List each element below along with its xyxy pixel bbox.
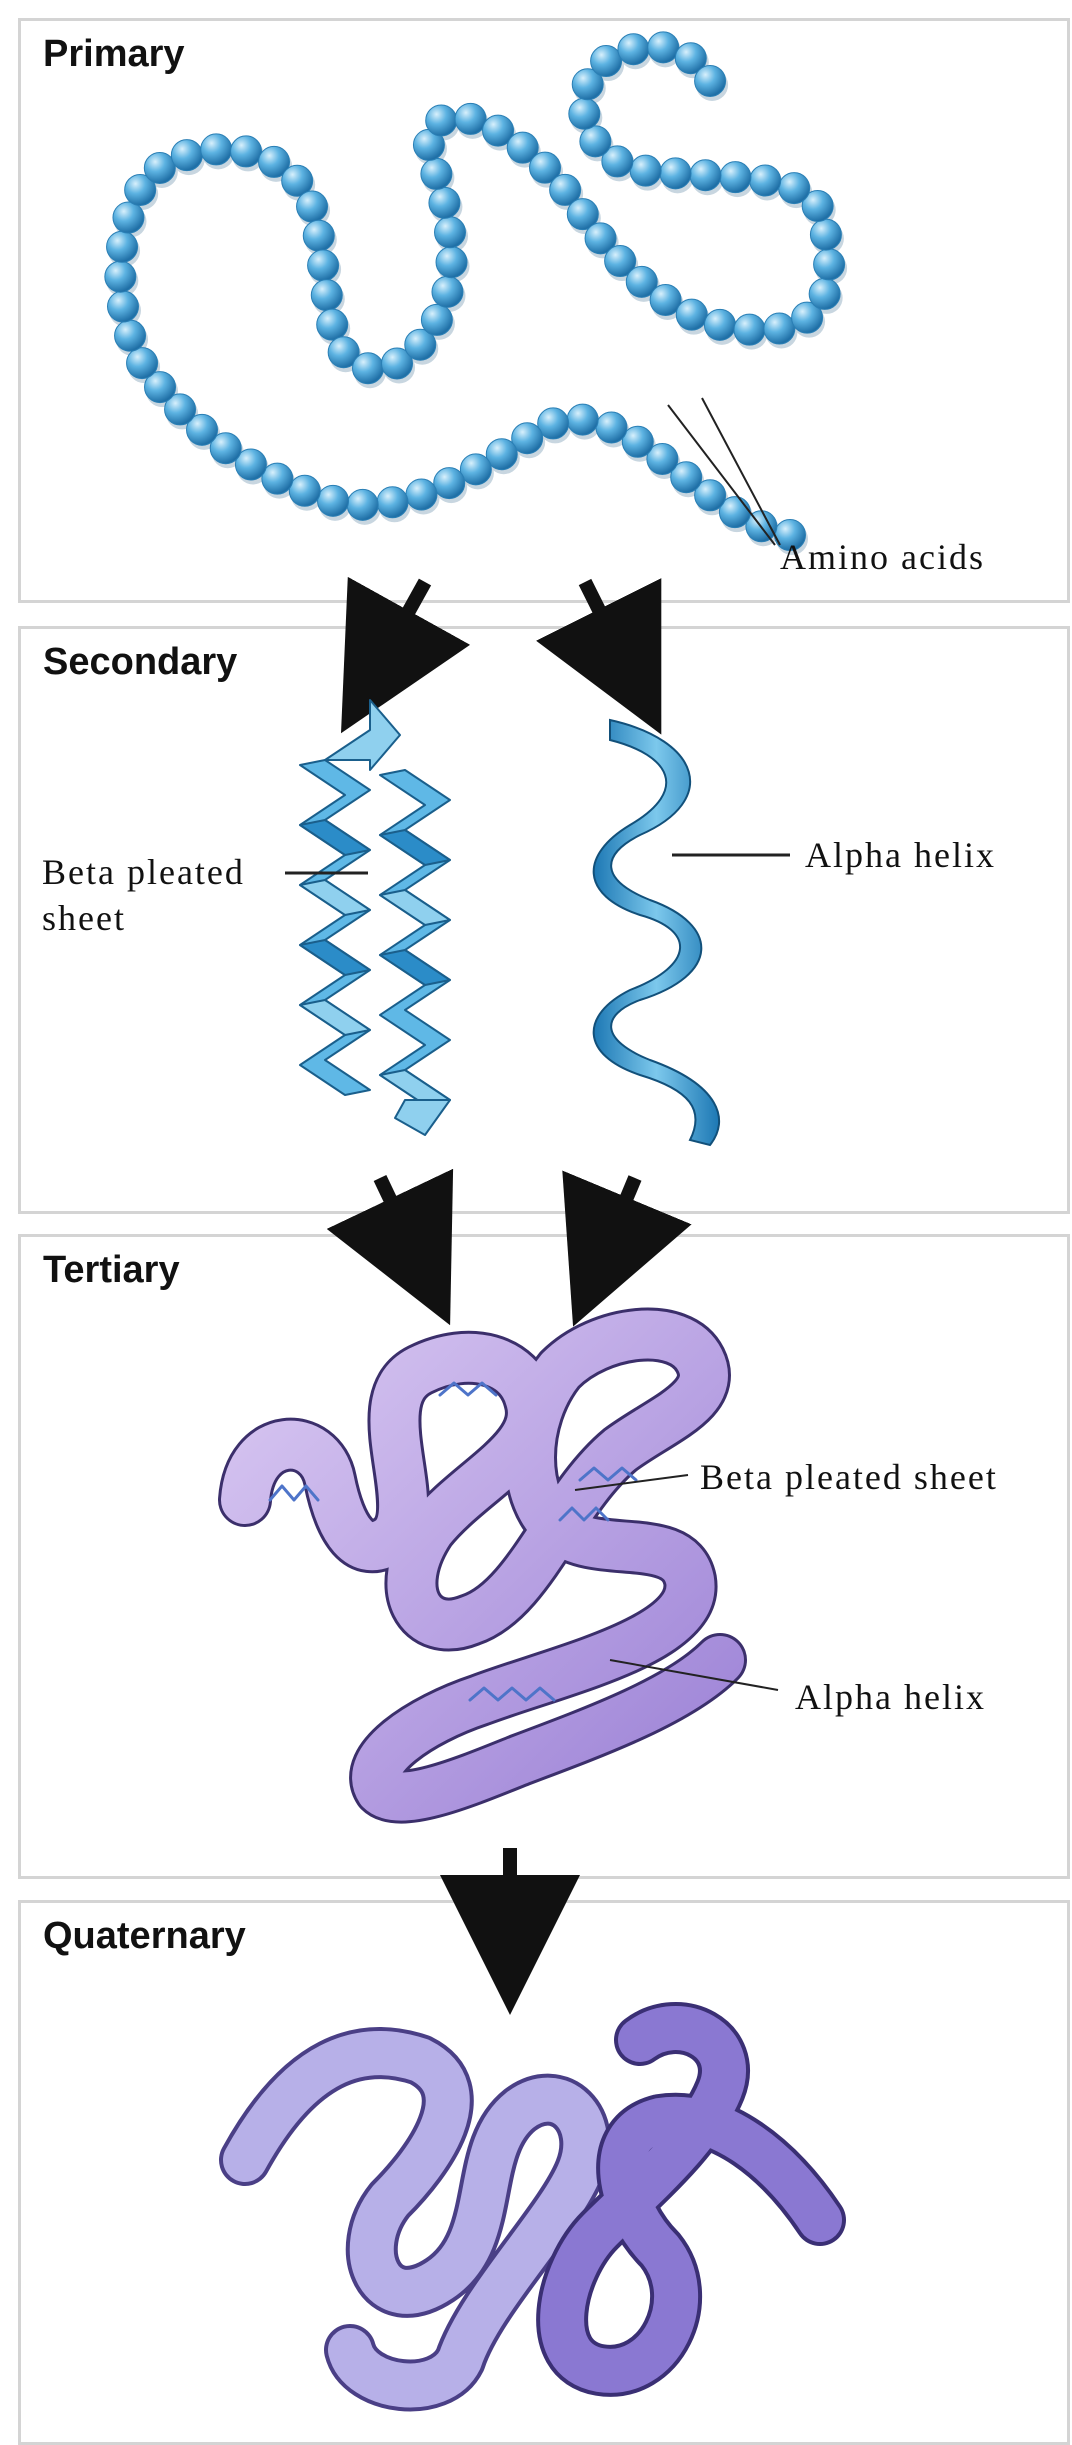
amino-acid-bead bbox=[720, 162, 751, 193]
amino-acid-bead bbox=[377, 487, 408, 518]
arrow-beta-to-tertiary bbox=[380, 1178, 420, 1262]
amino-acid-bead bbox=[144, 152, 175, 183]
amino-acid-bead bbox=[308, 250, 339, 281]
amino-acid-bead bbox=[809, 278, 840, 309]
amino-acid-bead bbox=[297, 191, 328, 222]
amino-acid-bead bbox=[734, 314, 765, 345]
amino-acid-bead bbox=[107, 231, 138, 262]
amino-acid-bead bbox=[591, 46, 622, 77]
beta-pleated-sheet-label-line2: sheet bbox=[42, 896, 126, 940]
amino-acid-bead bbox=[434, 468, 465, 499]
amino-acid-bead bbox=[676, 299, 707, 330]
amino-acid-bead bbox=[569, 98, 600, 129]
amino-acid-bead bbox=[201, 134, 232, 165]
arrow-primary-to-alpha bbox=[585, 582, 630, 672]
quaternary-structure-graphic bbox=[245, 2028, 820, 2385]
amino-acid-bead bbox=[660, 158, 691, 189]
amino-acid-bead bbox=[814, 249, 845, 280]
amino-acid-bead bbox=[429, 187, 460, 218]
tertiary-alpha-helix-label: Alpha helix bbox=[795, 1675, 986, 1719]
amino-acid-beads bbox=[105, 32, 847, 555]
amino-acid-bead bbox=[630, 155, 661, 186]
amino-acid-bead bbox=[810, 219, 841, 250]
amino-acid-bead bbox=[107, 291, 138, 322]
amino-acid-bead bbox=[311, 280, 342, 311]
amino-acid-bead bbox=[317, 309, 348, 340]
amino-acid-bead bbox=[618, 34, 649, 65]
amino-acid-bead bbox=[421, 158, 452, 189]
amino-acid-bead bbox=[648, 32, 679, 63]
alpha-helix-label: Alpha helix bbox=[805, 833, 996, 877]
amino-acid-bead bbox=[426, 105, 457, 136]
beta-pleated-sheet-label-line1: Beta pleated bbox=[42, 850, 245, 894]
arrow-alpha-to-tertiary bbox=[600, 1178, 635, 1262]
amino-acid-bead bbox=[596, 412, 627, 443]
amino-acid-bead bbox=[580, 126, 611, 157]
amino-acid-bead bbox=[567, 404, 598, 435]
amino-acid-bead bbox=[347, 489, 378, 520]
amino-acid-bead bbox=[289, 475, 320, 506]
amino-acid-bead bbox=[690, 160, 721, 191]
amino-acids-label: Amino acids bbox=[780, 535, 985, 579]
amino-acid-bead bbox=[171, 140, 202, 171]
amino-acid-bead bbox=[460, 454, 491, 485]
amino-acid-bead bbox=[436, 247, 467, 278]
amino-acid-bead bbox=[695, 65, 726, 96]
amino-acid-bead bbox=[352, 353, 383, 384]
amino-acid-bead bbox=[318, 485, 349, 516]
amino-acid-bead bbox=[105, 261, 136, 292]
amino-acid-bead bbox=[421, 304, 452, 335]
amino-acid-bead bbox=[115, 320, 146, 351]
amino-acid-bead bbox=[303, 220, 334, 251]
amino-acid-bead bbox=[455, 103, 486, 134]
amino-acid-bead bbox=[113, 202, 144, 233]
amino-acid-bead bbox=[750, 165, 781, 196]
amino-acid-bead bbox=[764, 313, 795, 344]
tertiary-beta-pleated-sheet-label: Beta pleated sheet bbox=[700, 1455, 998, 1499]
arrow-primary-to-beta bbox=[375, 582, 425, 672]
alpha-helix-graphic bbox=[594, 720, 719, 1145]
beta-pleated-sheet-graphic bbox=[300, 700, 450, 1135]
amino-acid-bead bbox=[406, 479, 437, 510]
amino-acid-bead bbox=[704, 309, 735, 340]
amino-acid-bead bbox=[435, 217, 466, 248]
amino-acid-bead bbox=[231, 136, 262, 167]
amino-acid-bead bbox=[779, 173, 810, 204]
amino-acid-bead bbox=[127, 348, 158, 379]
tertiary-fold-graphic bbox=[245, 1335, 720, 1797]
amino-acid-bead bbox=[432, 276, 463, 307]
